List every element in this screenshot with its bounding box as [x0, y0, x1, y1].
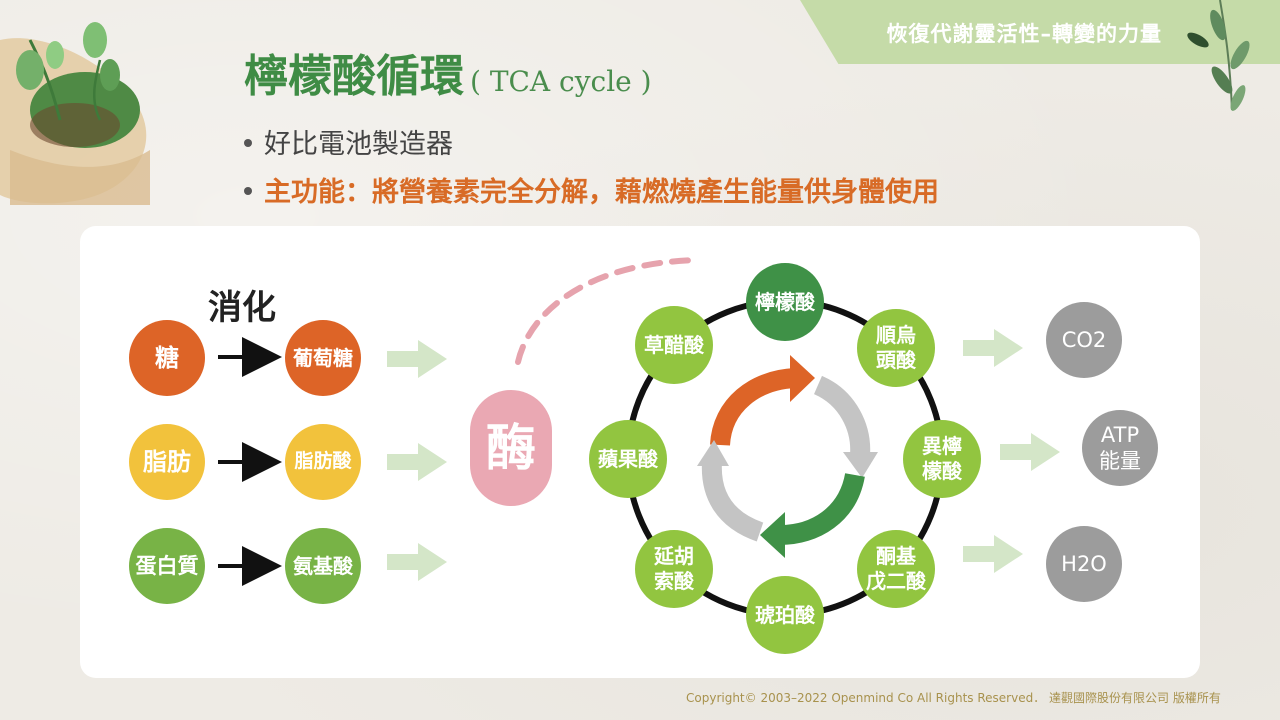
cycle-node-label-line: 異檸: [922, 434, 962, 458]
product-fatty-acid: 脂肪酸: [285, 424, 361, 500]
banner-title: 恢復代謝靈活性–轉變的力量: [886, 22, 1162, 46]
source-protein: 蛋白質: [129, 528, 205, 604]
product-fatty-acid-label: 脂肪酸: [294, 450, 352, 473]
light-arrow-atp: [1000, 433, 1060, 471]
output-h2o: H2O: [1046, 526, 1122, 602]
enzyme-node: 酶: [470, 390, 552, 506]
header-banner: [800, 0, 1280, 64]
leaf-branch-illustration: [1187, 0, 1250, 111]
bullet-1-text: 好比電池製造器: [264, 129, 453, 160]
cycle-node-fumaric-acid: 延胡索酸: [635, 530, 713, 608]
source-sugar: 糖: [129, 320, 205, 396]
output-co2-label: CO2: [1061, 327, 1107, 352]
enzyme-dashed-arc: [515, 257, 703, 365]
bullet-1: 好比電池製造器: [244, 122, 453, 161]
cycle-node-succinic-acid: 琥珀酸: [746, 576, 824, 654]
source-protein-label: 蛋白質: [135, 553, 199, 578]
light-arrow-2: [387, 443, 447, 481]
title-main: 檸檬酸循環: [244, 51, 464, 102]
cycle-node-label-line: 索酸: [654, 569, 694, 593]
product-glucose: 葡萄糖: [285, 320, 361, 396]
cycle-node-label-line: 順烏: [876, 323, 916, 347]
hands-plant-illustration: [0, 22, 150, 205]
product-glucose-label: 葡萄糖: [293, 345, 353, 370]
output-co2: CO2: [1046, 302, 1122, 378]
output-h2o-label: H2O: [1061, 551, 1107, 576]
source-sugar-label: 糖: [155, 344, 179, 372]
cycle-node-label: 草醋酸: [644, 332, 704, 357]
cycle-node-citric-acid: 檸檬酸: [746, 263, 824, 341]
cycle-node-label-line: 頭酸: [876, 348, 916, 372]
to-enzyme-arrows: [387, 329, 1060, 581]
page-title: 檸檬酸循環( TCA cycle ): [244, 40, 652, 104]
cycle-node-malic-acid: 蘋果酸: [589, 420, 667, 498]
source-fat-label: 脂肪: [143, 448, 191, 476]
product-amino-acid-label: 氨基酸: [293, 553, 353, 578]
product-amino-acid: 氨基酸: [285, 528, 361, 604]
light-arrow-co2: [963, 329, 1023, 367]
cycle-node-cis-aconitic-acid: 順烏頭酸: [857, 309, 935, 387]
cycle-node-label: 琥珀酸: [755, 602, 815, 627]
bullet-2-text: 主功能：將營養素完全分解，藉燃燒產生能量供身體使用: [264, 177, 939, 208]
cycle-node-ketoglutaric-acid: 酮基戊二酸: [857, 530, 935, 608]
title-subtitle: ( TCA cycle ): [470, 65, 652, 98]
enzyme-label: 酶: [486, 417, 536, 477]
light-arrow-3: [387, 543, 447, 581]
light-arrow-1: [387, 340, 447, 378]
copyright-footer: Copyright© 2003–2022 Openmind Co All Rig…: [686, 691, 1221, 705]
bullet-dot: [244, 138, 252, 147]
output-atp-line: ATP: [1100, 422, 1140, 447]
cycle-rotation-arrows: [697, 355, 878, 558]
cycle-node-label-line: 檬酸: [922, 459, 962, 483]
output-energy-line: 能量: [1099, 449, 1141, 473]
digestion-label: 消化: [208, 288, 276, 328]
cycle-node-isocitric-acid: 異檸檬酸: [903, 420, 981, 498]
bullet-dot: [244, 186, 252, 195]
cycle-node-label-line: 酮基: [876, 544, 916, 568]
source-fat: 脂肪: [129, 424, 205, 500]
cycle-node-label-line: 戊二酸: [866, 569, 926, 593]
cycle-node-label: 檸檬酸: [755, 289, 815, 314]
cycle-node-oxaloacetic-acid: 草醋酸: [635, 306, 713, 384]
cycle-node-label: 蘋果酸: [598, 446, 658, 471]
bullet-2: 主功能：將營養素完全分解，藉燃燒產生能量供身體使用: [244, 170, 939, 209]
cycle-node-label-line: 延胡: [654, 544, 694, 568]
light-arrow-h2o: [963, 535, 1023, 573]
